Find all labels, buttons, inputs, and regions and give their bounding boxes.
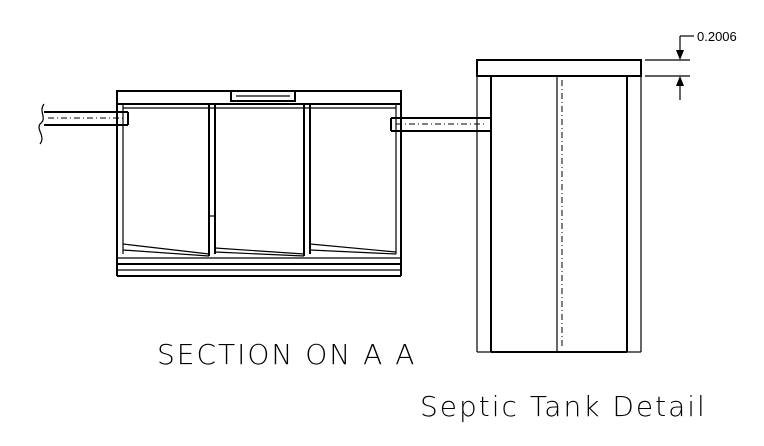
dimension-value: 0.2006	[697, 29, 737, 44]
connecting-pipe	[390, 117, 491, 132]
tank-section	[116, 90, 402, 277]
tank-elevation	[476, 59, 642, 353]
thickness-dimension: 0.2006	[645, 29, 737, 100]
drawing-title: Septic Tank Detail	[420, 390, 707, 423]
inlet-pipe	[38, 103, 129, 145]
section-label: SECTION ON A A	[157, 338, 416, 371]
